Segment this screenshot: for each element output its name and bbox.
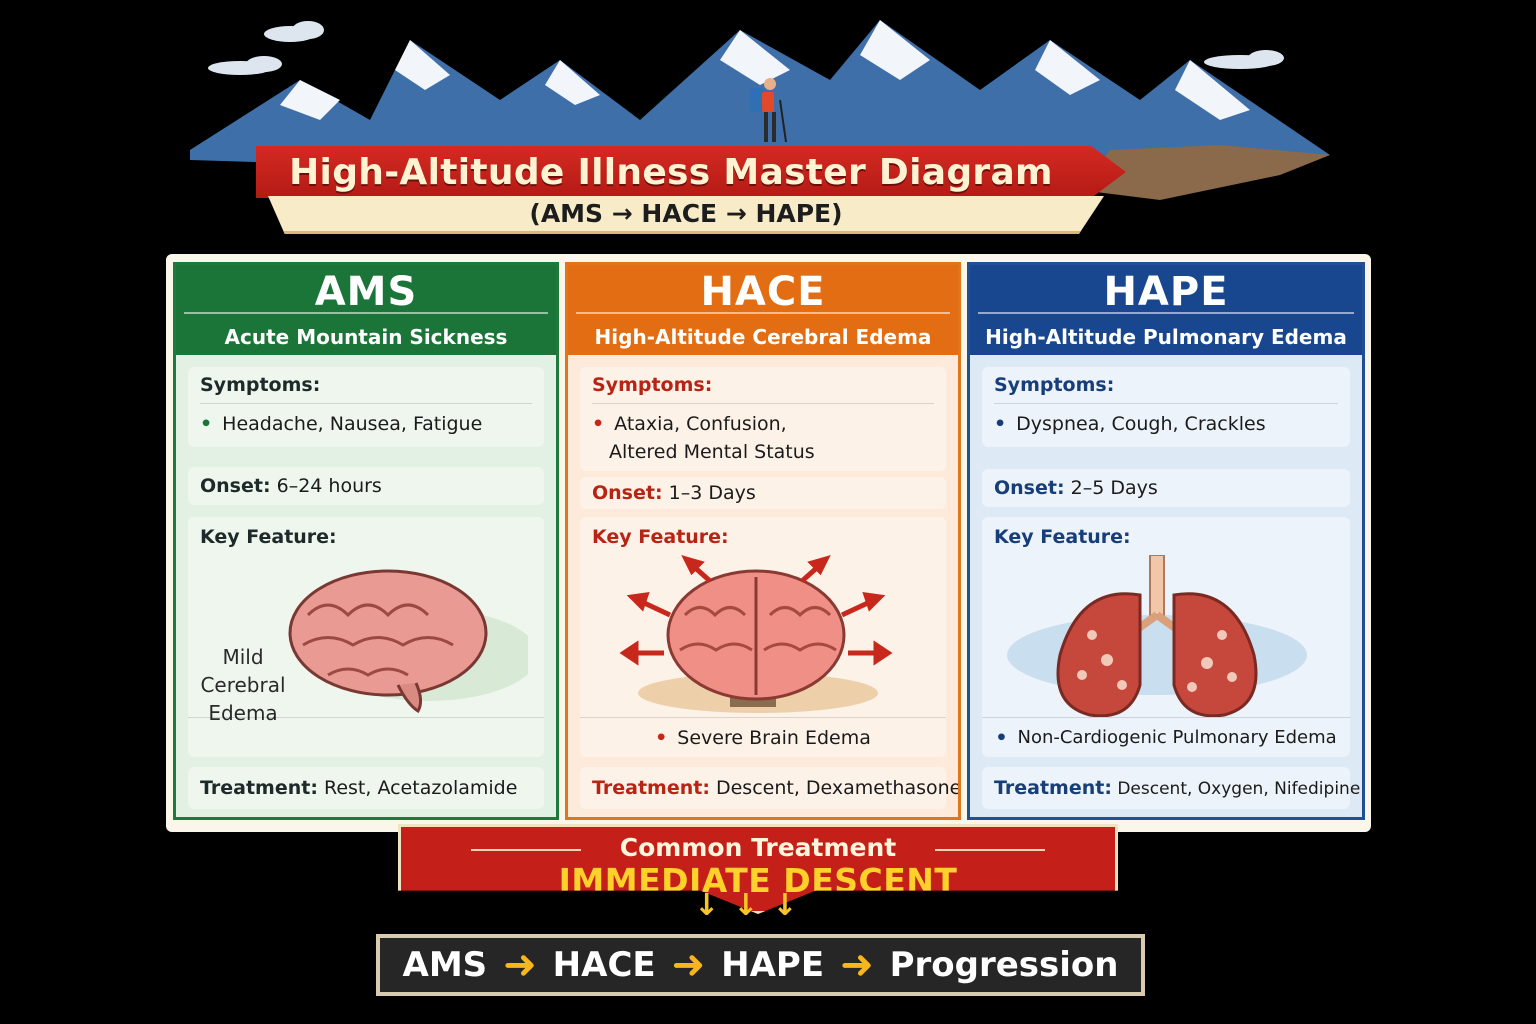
treatment-card: Treatment: Descent, Dexamethasone [580, 767, 958, 809]
treatment-card: Treatment: Descent, Oxygen, Nifedipine [982, 767, 1360, 809]
down-arrow-icon: ↓↓↓ [694, 888, 812, 923]
column-header: AMS Acute Mountain Sickness [176, 265, 556, 355]
column-hace: HACE High-Altitude Cerebral Edema Sympto… [565, 262, 961, 820]
progression-step-hape: HAPE [721, 945, 825, 985]
symptoms-text: Ataxia, Confusion, [614, 413, 787, 435]
bullet-icon: • [994, 413, 1007, 435]
symptoms-card: Symptoms: • Dyspnea, Cough, Crackles [982, 367, 1350, 447]
right-arrow-icon: ➜ [503, 942, 537, 988]
divider [576, 312, 950, 314]
onset-value: 1–3 Days [668, 482, 756, 504]
brain-icon [288, 569, 528, 714]
pressure-arrows [619, 555, 893, 666]
key-feature-card: Key Feature: • Non-Cardiogenic Pulmonary… [982, 517, 1350, 757]
key-feature-note: Mild Cerebral Edema [200, 645, 286, 725]
progression-step-label: Progression [889, 945, 1119, 985]
treatment-card: Treatment: Rest, Acetazolamide [188, 767, 544, 809]
symptoms-label: Symptoms: [994, 367, 1338, 404]
onset-card: Onset: 2–5 Days [982, 469, 1350, 507]
progression-step-hace: HACE [552, 945, 656, 985]
onset-label: Onset: [200, 475, 271, 497]
column-hape: HAPE High-Altitude Pulmonary Edema Sympt… [967, 262, 1365, 820]
symptoms-label: Symptoms: [200, 367, 532, 404]
common-treatment-title: Common Treatment [401, 833, 1115, 862]
symptoms-text: Dyspnea, Cough, Crackles [1016, 413, 1266, 435]
page-subtitle: (AMS → HACE → HAPE) [529, 199, 843, 228]
column-ams: AMS Acute Mountain Sickness Symptoms: • H… [173, 262, 559, 820]
clouds [208, 21, 1284, 75]
column-header: HACE High-Altitude Cerebral Edema [568, 265, 958, 355]
title-ribbon: High-Altitude Illness Master Diagram [256, 146, 1126, 198]
key-feature-label: Key Feature: [994, 526, 1131, 548]
bullet-icon: • [592, 413, 605, 435]
right-arrow-icon: ➜ [840, 942, 874, 988]
divider [978, 312, 1354, 314]
onset-value: 2–5 Days [1070, 477, 1158, 499]
lungs-illustration [982, 555, 1350, 717]
right-arrow-icon: ➜ [671, 942, 706, 988]
symptoms-label: Symptoms: [592, 367, 934, 404]
treatment-label: Treatment: [592, 777, 710, 799]
onset-label: Onset: [592, 482, 663, 504]
onset-card: Onset: 1–3 Days [580, 477, 946, 509]
progression-bar: AMS ➜ HACE ➜ HAPE ➜ Progression [376, 934, 1145, 996]
onset-value: 6–24 hours [276, 475, 382, 497]
symptoms-card: Symptoms: • Headache, Nausea, Fatigue [188, 367, 544, 447]
key-feature-note-row: • Non-Cardiogenic Pulmonary Edema [982, 717, 1350, 757]
symptoms-text: Headache, Nausea, Fatigue [222, 413, 483, 435]
treatment-label: Treatment: [994, 777, 1112, 799]
page-title: High-Altitude Illness Master Diagram [289, 151, 1053, 193]
key-feature-note: Severe Brain Edema [677, 726, 871, 749]
bullet-icon: • [995, 726, 1008, 749]
key-feature-card: Key Feature: • Severe Brain Ed [580, 517, 946, 757]
swollen-brain-illustration [580, 555, 946, 717]
onset-label: Onset: [994, 477, 1065, 499]
key-feature-card: Key Feature: Mild Cerebral Edema [188, 517, 544, 757]
subtitle-band: (AMS → HACE → HAPE) [268, 196, 1104, 234]
lungs-icon [1007, 555, 1307, 717]
key-feature-note: Non-Cardiogenic Pulmonary Edema [1017, 727, 1337, 748]
symptoms-text-2: Altered Mental Status [609, 441, 815, 463]
hiker-icon [750, 78, 787, 143]
key-feature-note-row [188, 717, 544, 757]
column-full-name: Acute Mountain Sickness [224, 325, 508, 349]
treatment-value: Descent, Dexamethasone [715, 777, 961, 799]
treatment-label: Treatment: [200, 777, 318, 799]
column-full-name: High-Altitude Cerebral Edema [594, 325, 932, 349]
onset-card: Onset: 6–24 hours [188, 467, 544, 505]
key-feature-label: Key Feature: [200, 526, 337, 548]
treatment-value: Descent, Oxygen, Nifedipine [1117, 779, 1361, 799]
divider [184, 312, 548, 314]
column-header: HAPE High-Altitude Pulmonary Edema [970, 265, 1362, 355]
swollen-brain-icon [619, 555, 893, 713]
symptoms-card: Symptoms: • Ataxia, Confusion, Altered Me… [580, 367, 946, 471]
brain-illustration: Mild Cerebral Edema [188, 555, 544, 725]
treatment-value: Rest, Acetazolamide [323, 777, 518, 799]
bullet-icon: • [200, 413, 213, 435]
key-feature-label: Key Feature: [592, 526, 729, 548]
progression-step-ams: AMS [402, 945, 488, 985]
bullet-icon: • [655, 726, 668, 749]
column-abbreviation: AMS [314, 269, 418, 315]
column-abbreviation: HAPE [1103, 269, 1229, 315]
column-full-name: High-Altitude Pulmonary Edema [985, 325, 1347, 349]
column-abbreviation: HACE [700, 269, 826, 315]
key-feature-note-row: • Severe Brain Edema [580, 717, 946, 757]
